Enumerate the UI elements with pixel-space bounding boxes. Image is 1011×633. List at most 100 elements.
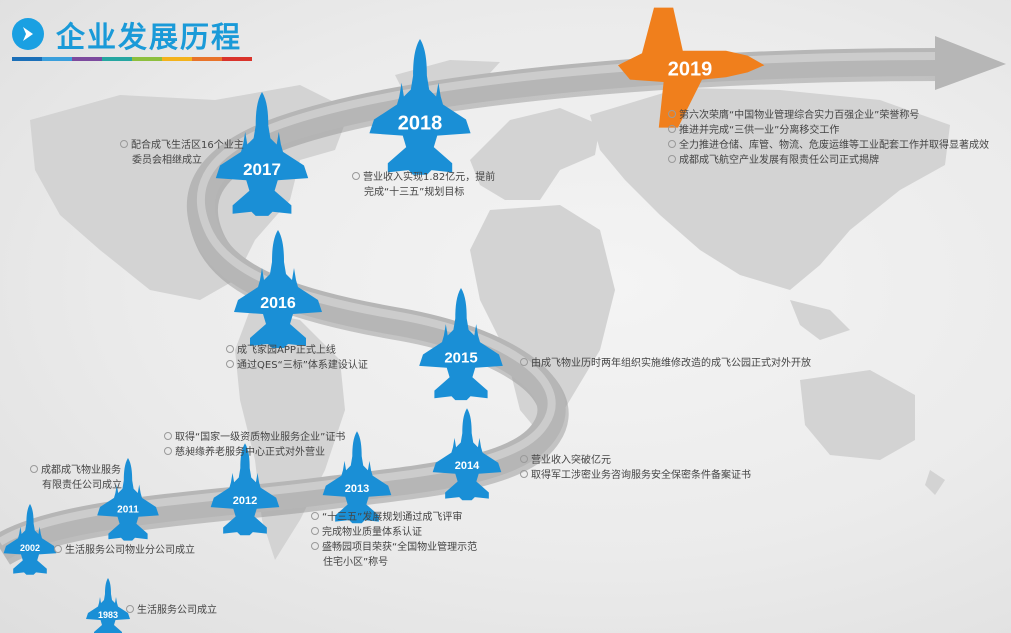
bullet-icon — [311, 542, 319, 550]
note-line: 完成“十三五”规划目标 — [352, 185, 495, 200]
milestone-note-1983: 生活服务公司成立 — [126, 603, 217, 618]
note-line: 委员会相继成立 — [120, 153, 244, 168]
note-line: 第六次荣膺“中国物业管理综合实力百强企业”荣誉称号 — [668, 108, 989, 123]
page-title: 企业发展历程 — [56, 20, 243, 54]
header-color-stripe — [12, 57, 252, 61]
jet-icon — [322, 431, 392, 524]
bullet-icon — [164, 432, 172, 440]
note-text: “十三五”发展规划通过成飞评审 — [322, 512, 463, 523]
header-arrow-icon — [12, 18, 44, 50]
note-text: 成都成飞航空产业发展有限责任公司正式揭牌 — [679, 155, 879, 166]
stripe-segment — [162, 57, 192, 61]
note-line: 营业收入实现1.82亿元，提前 — [352, 170, 495, 185]
year-label: 2014 — [454, 459, 480, 472]
year-label: 2013 — [344, 482, 370, 495]
note-line: 成都成飞物业服务 — [30, 463, 122, 478]
note-line: 成都成飞航空产业发展有限责任公司正式揭牌 — [668, 153, 989, 168]
note-text: 由成飞物业历时两年组织实施维修改造的成飞公园正式对外开放 — [531, 358, 811, 369]
note-text: 取得“国家一级资质物业服务企业”证书 — [175, 432, 346, 443]
stripe-segment — [102, 57, 132, 61]
bullet-icon — [30, 465, 38, 473]
bullet-icon — [668, 110, 676, 118]
note-text: 完成物业质量体系认证 — [322, 527, 422, 538]
note-text: 生活服务公司物业分公司成立 — [65, 545, 195, 556]
jet-icon — [3, 504, 57, 575]
year-label: 2015 — [444, 349, 478, 367]
jet-icon — [369, 39, 471, 175]
note-text: 营业收入实现1.82亿元，提前 — [363, 172, 496, 183]
year-label: 2018 — [397, 112, 443, 135]
bullet-icon — [668, 125, 676, 133]
milestone-note-2012: 取得“国家一级资质物业服务企业”证书慈昶缘养老服务中心正式对外营业 — [164, 430, 345, 460]
jet-icon — [618, 7, 765, 128]
jet-icon — [419, 288, 503, 401]
note-text: 第六次荣膺“中国物业管理综合实力百强企业”荣誉称号 — [679, 110, 920, 121]
year-label: 2002 — [19, 543, 41, 554]
note-line: 配合成飞生活区16个业主 — [120, 138, 244, 153]
milestone-note-2018: 营业收入实现1.82亿元，提前完成“十三五”规划目标 — [352, 170, 495, 200]
stripe-segment — [12, 57, 42, 61]
note-text: 住宅小区”称号 — [323, 557, 389, 568]
note-line: 成飞家园APP正式上线 — [226, 343, 368, 358]
milestone-note-2015: 由成飞物业历时两年组织实施维修改造的成飞公园正式对外开放 — [520, 356, 811, 371]
year-label: 2017 — [243, 159, 281, 179]
stripe-segment — [42, 57, 72, 61]
note-text: 取得军工涉密业务咨询服务安全保密条件备案证书 — [531, 470, 751, 481]
bullet-icon — [164, 447, 172, 455]
jet-icon — [210, 443, 280, 536]
note-text: 推进并完成“三供一业”分离移交工作 — [679, 125, 840, 136]
bullet-icon — [226, 345, 234, 353]
bullet-icon — [668, 140, 676, 148]
note-line: 营业收入突破亿元 — [520, 453, 751, 468]
note-text: 营业收入突破亿元 — [531, 455, 611, 466]
year-label: 2019 — [667, 58, 713, 81]
bullet-icon — [311, 512, 319, 520]
note-text: 慈昶缘养老服务中心正式对外营业 — [175, 447, 325, 458]
note-text: 委员会相继成立 — [132, 155, 202, 166]
note-line: 生活服务公司物业分公司成立 — [54, 543, 195, 558]
stripe-segment — [72, 57, 102, 61]
year-label: 1983 — [97, 610, 119, 620]
note-line: 生活服务公司成立 — [126, 603, 217, 618]
jet-icon — [432, 408, 502, 501]
bullet-icon — [120, 140, 128, 148]
milestone-note-2017: 配合成飞生活区16个业主委员会相继成立 — [120, 138, 244, 168]
bullet-icon — [54, 545, 62, 553]
jet-icon — [215, 92, 309, 216]
bullet-icon — [668, 155, 676, 163]
milestone-note-2002: 生活服务公司物业分公司成立 — [54, 543, 195, 558]
jet-icon — [234, 230, 322, 348]
milestone-note-2019: 第六次荣膺“中国物业管理综合实力百强企业”荣誉称号推进并完成“三供一业”分离移交… — [668, 108, 989, 168]
note-text: 成都成飞物业服务 — [41, 465, 121, 476]
note-line: 有限责任公司成立 — [30, 478, 122, 493]
note-text: 成飞家园APP正式上线 — [237, 345, 336, 356]
note-text: 有限责任公司成立 — [42, 480, 122, 491]
note-line: 全力推进仓储、库管、物流、危废运维等工业配套工作并取得显著成效 — [668, 138, 989, 153]
note-line: 由成飞物业历时两年组织实施维修改造的成飞公园正式对外开放 — [520, 356, 811, 371]
jet-icon — [86, 578, 130, 633]
bullet-icon — [520, 470, 528, 478]
year-label: 2012 — [232, 494, 258, 507]
stripe-segment — [132, 57, 162, 61]
bullet-icon — [226, 360, 234, 368]
milestone-note-2011: 成都成飞物业服务有限责任公司成立 — [30, 463, 122, 493]
note-text: 盛畅园项目荣获“全国物业管理示范 — [322, 542, 478, 553]
milestone-note-2016: 成飞家园APP正式上线通过QES“三标”体系建设认证 — [226, 343, 368, 373]
note-line: 完成物业质量体系认证 — [311, 525, 477, 540]
note-line: 住宅小区”称号 — [311, 555, 477, 570]
note-text: 全力推进仓储、库管、物流、危废运维等工业配套工作并取得显著成效 — [679, 140, 989, 151]
note-line: 取得“国家一级资质物业服务企业”证书 — [164, 430, 345, 445]
note-text: 通过QES“三标”体系建设认证 — [237, 360, 368, 371]
note-line: 取得军工涉密业务咨询服务安全保密条件备案证书 — [520, 468, 751, 483]
road-arrow-head — [935, 36, 1006, 90]
bullet-icon — [352, 172, 360, 180]
bullet-icon — [520, 455, 528, 463]
bullet-icon — [311, 527, 319, 535]
note-text: 配合成飞生活区16个业主 — [131, 140, 244, 151]
year-label: 2016 — [260, 295, 296, 312]
milestone-note-2014: 营业收入突破亿元取得军工涉密业务咨询服务安全保密条件备案证书 — [520, 453, 751, 483]
note-line: 慈昶缘养老服务中心正式对外营业 — [164, 445, 345, 460]
note-line: 盛畅园项目荣获“全国物业管理示范 — [311, 540, 477, 555]
